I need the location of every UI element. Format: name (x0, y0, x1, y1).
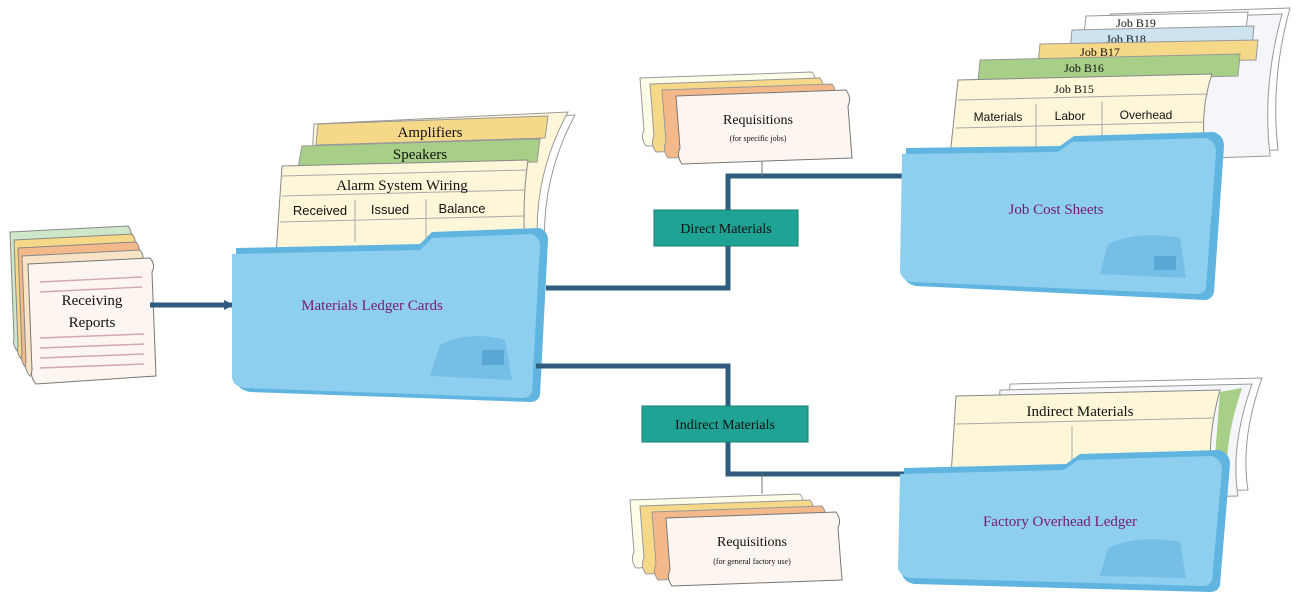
job-cost-sheets-label: Job Cost Sheets (1008, 202, 1103, 218)
tab-job-b17: Job B17 (1080, 45, 1120, 59)
materials-ledger-folder: Amplifiers Speakers Alarm System Wiring … (232, 111, 576, 402)
requisitions-general-sub: (for general factory use) (713, 557, 791, 566)
direct-materials-label: Direct Materials (680, 222, 771, 237)
receiving-reports-line1: Receiving (62, 293, 123, 309)
receiving-reports-stack: Receiving Reports (9, 225, 157, 385)
direct-materials-box: Direct Materials (653, 209, 799, 247)
requisitions-specific-sub: (for specific jobs) (730, 134, 787, 143)
job-cost-sheets-folder: Job B19 Job B18 Job B17 Job B16 Job B15 … (900, 7, 1291, 300)
indirect-materials-label: Indirect Materials (675, 418, 775, 433)
materials-ledger-label: Materials Ledger Cards (301, 298, 443, 314)
tab-job-b19: Job B19 (1116, 16, 1156, 30)
card-title-alarm-wiring: Alarm System Wiring (336, 178, 468, 194)
card-title-indirect-materials: Indirect Materials (1026, 404, 1133, 420)
col-balance: Balance (439, 201, 486, 216)
col-received: Received (293, 203, 347, 218)
requisitions-general-title: Requisitions (717, 535, 787, 550)
indirect-materials-box: Indirect Materials (641, 405, 809, 443)
col-overhead: Overhead (1120, 108, 1173, 122)
receiving-reports-line2: Reports (69, 315, 116, 331)
tab-amplifiers: Amplifiers (398, 125, 463, 141)
tab-job-b16: Job B16 (1064, 61, 1104, 75)
card-title-job-b15: Job B15 (1054, 82, 1094, 96)
tab-speakers: Speakers (393, 147, 447, 163)
col-issued: Issued (371, 202, 409, 217)
requisitions-specific-title: Requisitions (723, 113, 793, 128)
factory-overhead-label: Factory Overhead Ledger (983, 514, 1137, 530)
factory-overhead-folder: Indirect Materials Factory Overhead Ledg… (898, 377, 1263, 592)
col-materials: Materials (974, 110, 1023, 124)
requisitions-general-stack: Requisitions (for general factory use) (629, 493, 843, 587)
col-labor: Labor (1055, 109, 1086, 123)
requisitions-specific-stack: Requisitions (for specific jobs) (639, 71, 853, 165)
